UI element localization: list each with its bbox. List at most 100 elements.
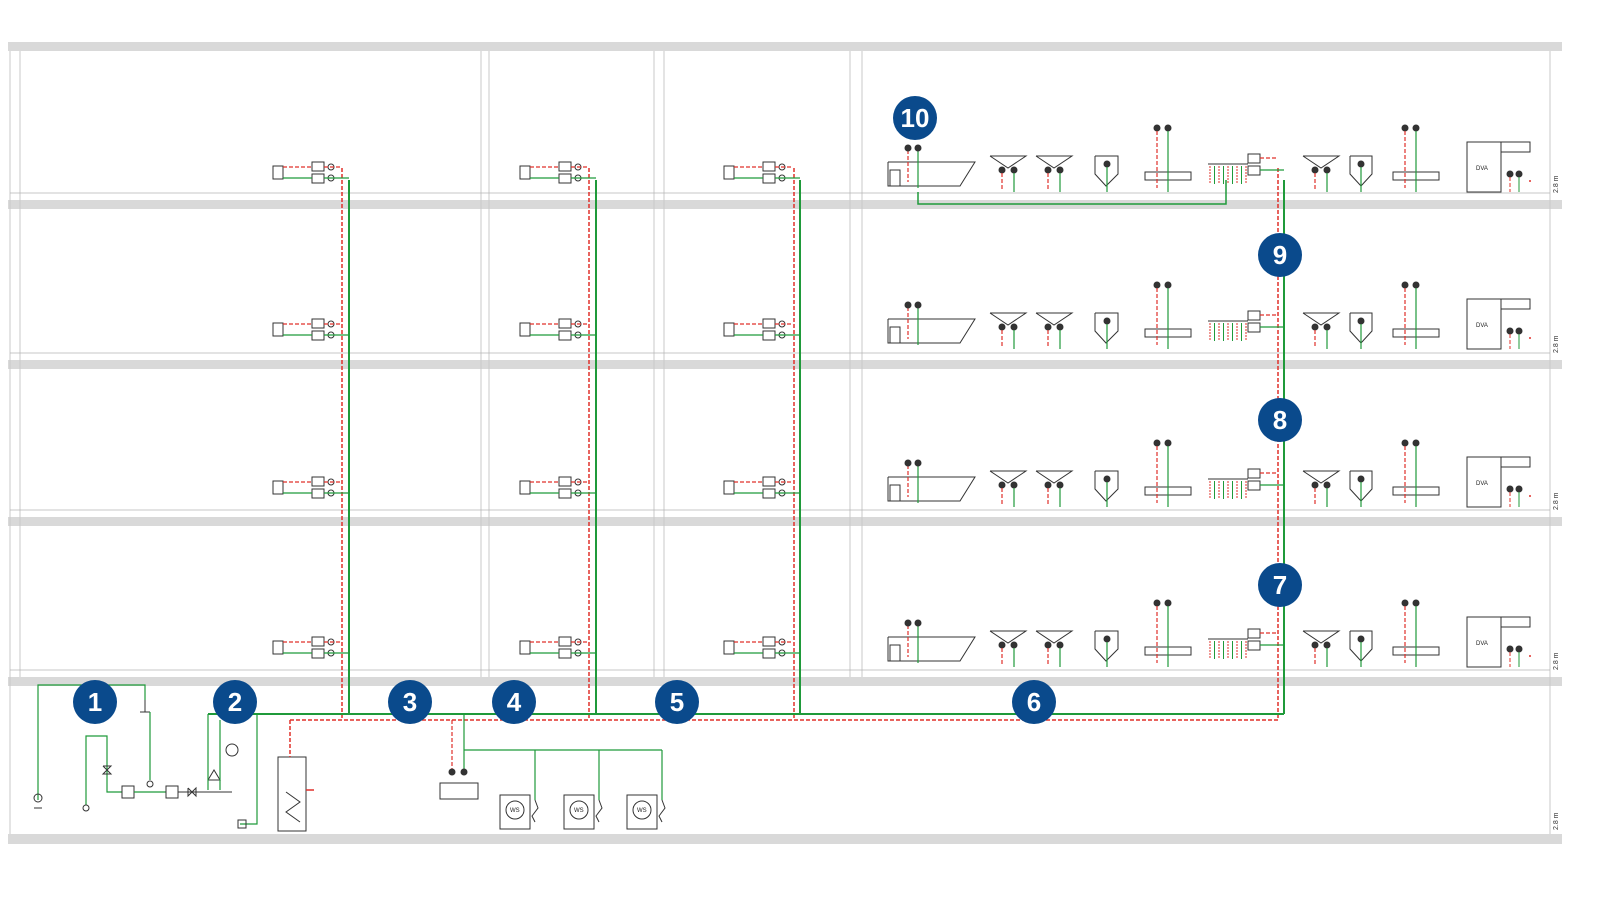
basin-tap-cold [1010,323,1018,331]
cold-meter [311,173,325,184]
toilet-inlet [1103,160,1111,168]
roof-slab [8,42,1562,51]
apartment-connection-10 [272,636,349,659]
washbasin-3 [1302,155,1341,169]
pressure-reducer [207,769,221,781]
basin-tap-hot [1044,641,1052,649]
cold-meter [762,488,776,499]
basin-tap-cold [1056,323,1064,331]
basin-tap-hot [998,323,1006,331]
basin-tap-cold [1323,481,1331,489]
shower-head-hot [1401,599,1409,607]
bathtub [887,318,976,344]
box-tap-cold [460,768,468,776]
washing-machine-3: WS [626,750,666,830]
washing-machine-2: WS [563,750,603,830]
toilet [1094,470,1119,502]
washbasin-3 [1302,470,1341,484]
floor-slab-1 [8,200,1562,209]
marker-7: 7 [1258,563,1302,607]
hot-meter [762,476,776,487]
hot-meter [558,161,572,172]
bathroom-floor-1: DVA [887,124,1531,193]
shower-head-hot [1401,281,1409,289]
washbasin-1 [989,312,1028,326]
toilet-inlet [1357,317,1365,325]
floor-slab-2 [8,360,1562,369]
meter-box [519,640,531,655]
floor-slab-3 [8,517,1562,526]
apartment-connection-5 [519,318,596,341]
basin-tap-hot [1044,481,1052,489]
expansion-vessel [225,743,239,757]
washing-machine-1: WS [499,750,539,830]
cabin-tap-cold [1515,485,1523,493]
meter-box [272,165,284,180]
tap-hot [904,619,912,627]
marker-4: 4 [492,680,536,724]
basin-tap-cold [1323,323,1331,331]
meter-ground [33,793,43,803]
basin-tap-cold [1056,166,1064,174]
washer-label: WS [637,808,647,814]
basin-tap-hot [1311,323,1319,331]
toilet-2 [1349,312,1373,344]
washbasin-3 [1302,312,1341,326]
cold-meter [762,330,776,341]
hot-meter [311,636,325,647]
manifold [1208,153,1284,184]
washbasin-2 [1035,630,1074,644]
basin-tap-hot [1044,323,1052,331]
marker-number: 8 [1273,405,1287,435]
level-label: 2.8 m [1553,335,1560,353]
marker-3: 3 [388,680,432,724]
basin-tap-cold [1010,166,1018,174]
apartment-connection-7 [272,476,349,499]
toilet-2 [1349,155,1373,187]
cabin-tap-cold [1515,170,1523,178]
tap-cold [914,459,922,467]
cabin-tap-hot [1506,170,1514,178]
bathtub [887,476,976,502]
apartment-connection-1 [272,161,349,184]
tap-hot [904,144,912,152]
basin-tap-cold [1056,481,1064,489]
pressure-gauge [146,780,154,788]
meter-box [723,640,735,655]
apartment-connection-6 [723,318,800,341]
manifold-meter-hot [1247,628,1261,639]
shower-head-cold [1412,439,1420,447]
shower-head-hot [1401,439,1409,447]
shower-head-hot [1153,124,1161,132]
toilet-2 [1349,470,1373,502]
apartment-connection-11 [519,636,596,659]
box-tap-hot [448,768,456,776]
marker-number: 7 [1273,570,1287,600]
washer-hose [595,799,603,823]
meter-box [272,640,284,655]
toilet-inlet [1357,475,1365,483]
washer-body [626,794,658,830]
bathtub-drain [889,326,901,344]
washbasin-1 [989,470,1028,484]
cold-meter [762,173,776,184]
marker-circle [1258,563,1302,607]
washer-hose [658,799,666,823]
drain-valve [82,804,90,812]
basin-tap-hot [1311,481,1319,489]
bathtub [887,636,976,662]
bathtub-drain [889,484,901,502]
tap-cold [914,301,922,309]
cold-meter [558,648,572,659]
hot-meter [558,318,572,329]
shower-head-hot [1153,281,1161,289]
meter-box [519,165,531,180]
hot-meter [558,476,572,487]
tap-cold [914,144,922,152]
toilet-inlet [1103,475,1111,483]
marker-number: 5 [670,687,684,717]
marker-9: 9 [1258,233,1302,277]
marker-circle [213,680,257,724]
manifold [1208,468,1284,499]
